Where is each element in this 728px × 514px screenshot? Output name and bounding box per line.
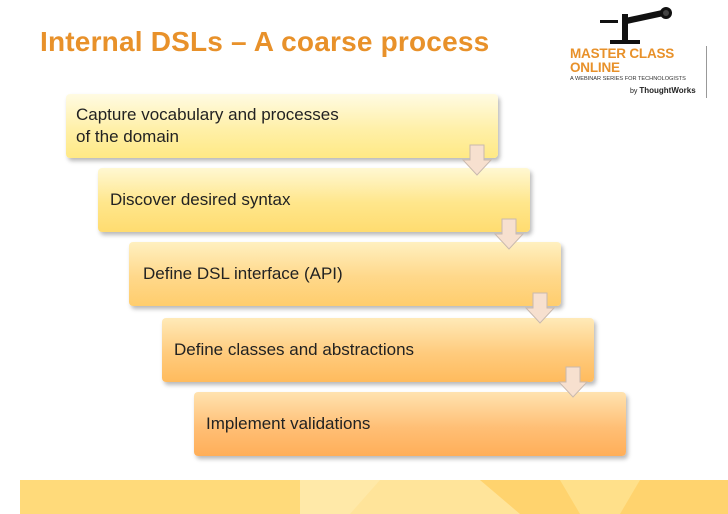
logo-company-name: ThoughtWorks [639,86,696,95]
microphone-icon [600,7,672,44]
down-arrow-icon [525,292,555,324]
process-step-2-label: Discover desired syntax [110,190,291,209]
down-arrow-icon [558,366,588,398]
logo-tagline: A WEBINAR SERIES FOR TECHNOLOGISTS [570,76,686,82]
logo-line-1: MASTER CLASS [570,46,675,61]
logo-divider [706,46,707,98]
logo-by-word: by [630,88,638,95]
slide-title: Internal DSLs – A coarse process [40,26,490,57]
process-step-4: Define classes and abstractions [162,318,594,382]
process-step-4-label: Define classes and abstractions [174,340,415,359]
down-arrow-icon [462,144,492,176]
process-step-5: Implement validations [194,392,626,456]
master-class-logo: MASTER CLASS ONLINE A WEBINAR SERIES FOR… [570,6,710,98]
process-step-2: Discover desired syntax [98,168,530,232]
process-step-3-label: Define DSL interface (API) [143,264,343,283]
process-step-1: Capture vocabulary and processes of the … [66,94,498,158]
logo-line-2: ONLINE [570,60,620,75]
process-step-5-label: Implement validations [206,414,371,433]
footer-decoration [20,480,728,514]
process-step-1-label: Capture vocabulary and processes of the … [76,105,339,146]
logo-company: by ThoughtWorks [630,86,696,95]
process-step-3: Define DSL interface (API) [129,242,561,306]
down-arrow-icon [494,218,524,250]
